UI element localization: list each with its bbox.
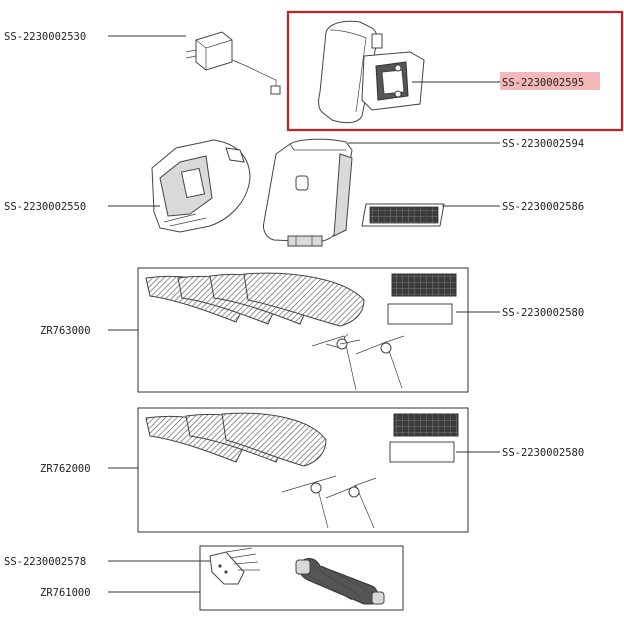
kit1-label[interactable]: ZR763000 (40, 325, 91, 337)
filter-part[interactable] (361, 203, 445, 227)
kit1-side-brushes[interactable] (311, 333, 405, 391)
kit2-side-brushes[interactable] (281, 475, 377, 529)
brush-kit-box (199, 545, 404, 611)
water-tank-part[interactable] (263, 138, 353, 247)
highlight-frame (286, 10, 624, 132)
cleaning-tool-part[interactable] (209, 547, 260, 585)
dust-bin-handle-part[interactable] (318, 20, 425, 124)
mop-plate-part[interactable] (151, 139, 251, 233)
kit1-filters[interactable] (387, 273, 457, 325)
mop-plate-label[interactable]: SS-2230002550 (4, 201, 86, 213)
highlight-label-bg (500, 72, 600, 90)
charger-part[interactable] (185, 31, 281, 95)
filter-label[interactable]: SS-2230002586 (502, 201, 584, 213)
kit2-mop-pads[interactable] (145, 412, 327, 467)
dust-bin-handle-label[interactable]: SS-2230002595 (502, 77, 584, 89)
brush-kit-label[interactable]: ZR761000 (40, 587, 91, 599)
kit2-label[interactable]: ZR762000 (40, 463, 91, 475)
kit2-filter-label[interactable]: SS-2230002580 (502, 447, 584, 459)
kit1-mop-pads[interactable] (145, 272, 365, 327)
kit2-filters[interactable] (389, 413, 459, 463)
kit1-filter-label[interactable]: SS-2230002580 (502, 307, 584, 319)
cleaning-tool-label[interactable]: SS-2230002578 (4, 556, 86, 568)
water-tank-label[interactable]: SS-2230002594 (502, 138, 584, 150)
charger-label[interactable]: SS-2230002530 (4, 31, 86, 43)
kit2-box (137, 407, 469, 533)
main-brush-part[interactable] (295, 558, 385, 605)
